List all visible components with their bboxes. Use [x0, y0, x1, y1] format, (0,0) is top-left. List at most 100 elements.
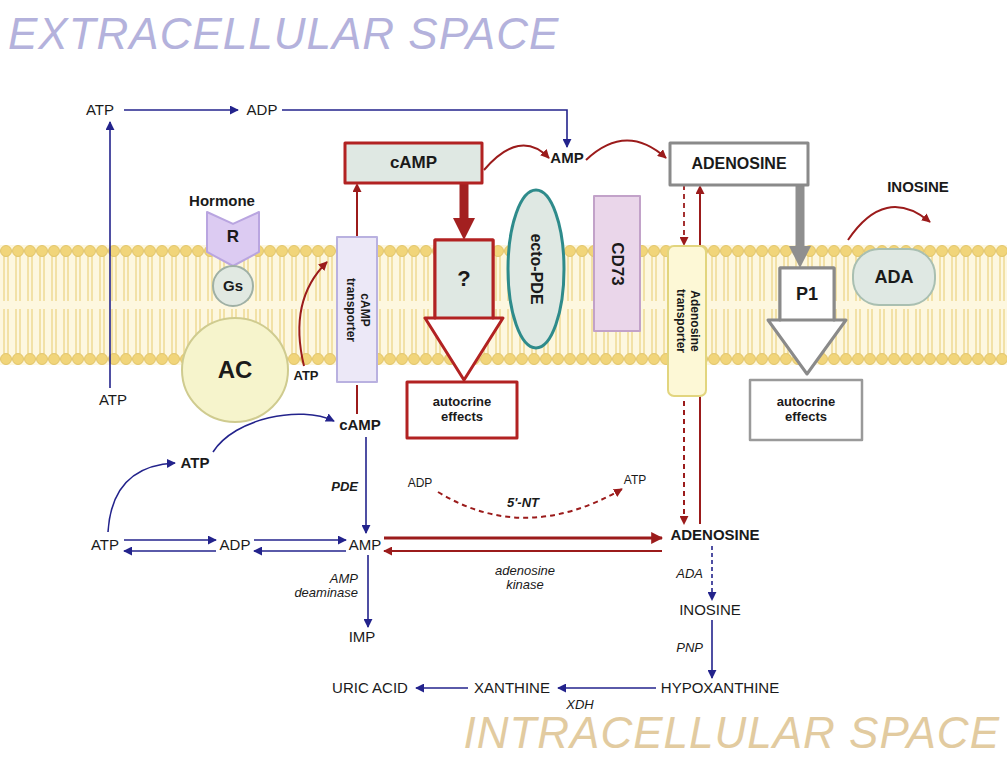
- effect-box-shape: [407, 382, 517, 438]
- connector-arrow: [796, 185, 805, 246]
- node-text: ADA: [875, 267, 914, 288]
- node-text-area: cAMP transporter: [343, 268, 371, 352]
- node-text-area: CD73: [607, 201, 627, 326]
- node-text: cAMP: [390, 153, 437, 173]
- reaction-arrow: [108, 463, 175, 532]
- node-text: ?: [457, 266, 470, 291]
- node-text: autocrine effects: [416, 395, 508, 425]
- reaction-arrow: [558, 687, 656, 689]
- receptor-shape: [207, 212, 259, 266]
- transport-line: [683, 392, 685, 524]
- receptor-shape: [780, 268, 834, 320]
- effect-box-shape: [750, 380, 862, 440]
- reaction-arrow: [254, 539, 346, 541]
- unknown-receptor-shape: [435, 240, 493, 318]
- node-text-area: autocrine effects: [407, 382, 517, 438]
- metabolite-label: URIC ACID: [332, 680, 408, 697]
- metabolite-label: AMP: [349, 537, 382, 554]
- connector-arrow: [356, 192, 358, 237]
- receptor: R: [207, 212, 259, 266]
- ecto-enzyme-shape: [853, 249, 935, 305]
- receptor-shape: [768, 268, 846, 374]
- signal-box-shape: [345, 143, 482, 183]
- reaction-arrow: [711, 546, 713, 600]
- node-text-area: autocrine effects: [750, 380, 862, 440]
- metabolite-label: ATP: [99, 392, 127, 409]
- reaction-arrow: [438, 489, 622, 518]
- unknown-receptor-outline: [425, 240, 503, 380]
- reaction-arrow: [484, 146, 549, 171]
- metabolite-label: ATP: [293, 369, 318, 383]
- metabolite-label: ATP: [181, 455, 210, 472]
- reaction-arrow: [711, 620, 713, 678]
- connector-arrow: [460, 183, 469, 218]
- reaction-arrow: [124, 109, 238, 111]
- node-text: Adenosine transporter: [673, 279, 701, 363]
- unknown-receptor: ?: [425, 240, 503, 380]
- metabolite-label: ATP: [624, 474, 646, 487]
- reaction-arrow: [124, 539, 216, 541]
- reaction-arrow: [416, 687, 468, 689]
- adenylyl-cyclase: AC: [182, 318, 288, 422]
- node-text: CD73: [607, 242, 627, 285]
- metabolite-label: INOSINE: [887, 179, 949, 196]
- node-text: cAMP transporter: [343, 268, 371, 352]
- enzyme-label: PNP: [676, 641, 703, 655]
- metabolite-label: AMP: [550, 150, 583, 167]
- region-title: INTRACELLULAR SPACE: [463, 711, 1000, 755]
- membrane-transporter: Adenosine transporter: [668, 246, 706, 396]
- node-text: ADENOSINE: [691, 155, 786, 173]
- g-protein-shape: [213, 266, 253, 306]
- metabolite-label: ADP: [408, 477, 433, 490]
- node-text: ecto-PDE: [527, 233, 545, 304]
- signal-box-shape: [670, 143, 808, 185]
- node-text-area: cAMP: [345, 143, 482, 183]
- node-text-area: P1: [780, 268, 834, 320]
- membrane-transporter-shape: [337, 237, 377, 382]
- membrane-transporter-shape: [668, 246, 706, 396]
- signal-box: ADENOSINE: [670, 143, 808, 185]
- ecto-enzyme: ADA: [853, 249, 935, 305]
- membrane-band: [0, 245, 1007, 365]
- reaction-arrow: [586, 140, 666, 160]
- transport-line: [356, 385, 358, 414]
- node-text: P1: [796, 284, 818, 305]
- node-text-area: R: [207, 222, 259, 252]
- receptor: P1: [768, 268, 846, 374]
- metabolite-label: ATP: [91, 537, 119, 554]
- effect-box: autocrine effects: [407, 382, 517, 438]
- node-text-area: ?: [435, 240, 493, 318]
- node-text-area: Gs: [213, 266, 253, 306]
- node-text-area: ADENOSINE: [670, 143, 808, 185]
- reaction-arrow: [109, 122, 111, 388]
- hormone-label: Hormone: [189, 193, 255, 210]
- enzyme-label: PDE: [331, 480, 358, 494]
- enzyme-label: adenosine kinase: [485, 564, 565, 593]
- reaction-arrow: [365, 437, 367, 533]
- enzyme-label: 5'-NT: [507, 496, 539, 510]
- reaction-arrow: [848, 207, 930, 240]
- lipid-bilayer: [0, 245, 1007, 365]
- connector-arrow: [699, 194, 701, 246]
- metabolite-label: cAMP: [339, 417, 381, 434]
- adenylyl-cyclase-shape: [182, 318, 288, 422]
- unknown-receptor-shape: [425, 240, 503, 380]
- metabolite-label: INOSINE: [679, 602, 741, 619]
- node-text: autocrine effects: [760, 395, 852, 425]
- node-text: AC: [218, 356, 253, 384]
- membrane-transporter: cAMP transporter: [337, 237, 377, 382]
- enzyme-label: XDH: [566, 698, 593, 712]
- enzyme-label: ADA: [676, 567, 703, 581]
- metabolite-label: HYPOXANTHINE: [661, 680, 779, 697]
- ecto-enzyme: CD73: [594, 196, 640, 331]
- metabolite-label: ATP: [86, 102, 114, 119]
- ecto-enzyme-shape: [508, 190, 564, 348]
- node-text-area: Adenosine transporter: [673, 279, 701, 363]
- ecto-enzyme: ecto-PDE: [508, 190, 564, 348]
- metabolite-label: XANTHINE: [474, 680, 550, 697]
- transport-line: [699, 392, 701, 524]
- g-protein: Gs: [213, 266, 253, 306]
- reaction-arrow: [254, 550, 346, 552]
- node-text-area: ecto-PDE: [527, 195, 545, 343]
- reaction-arrow: [384, 537, 662, 540]
